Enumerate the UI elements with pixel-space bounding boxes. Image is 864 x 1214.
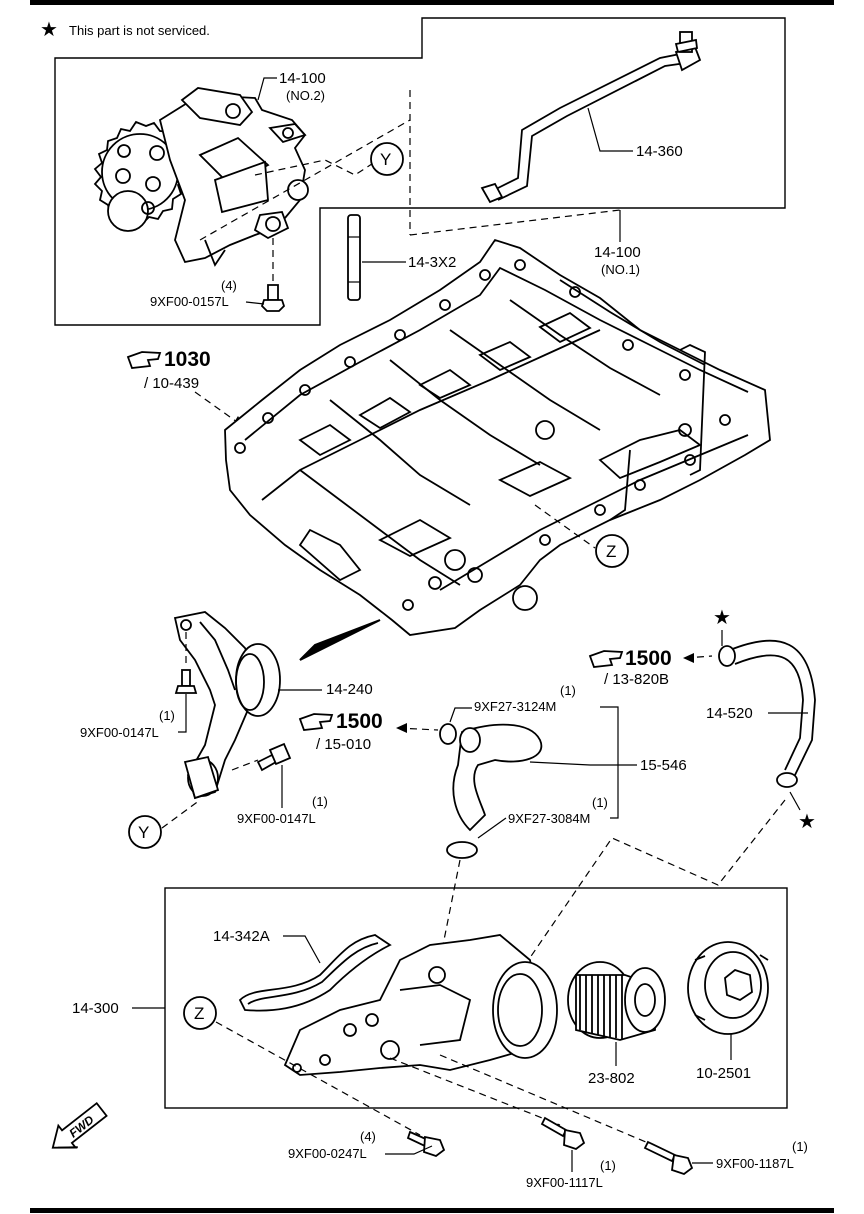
oil-pipe-drawing xyxy=(480,31,702,204)
legend-note: ★ This part is not serviced. xyxy=(40,19,210,41)
callout-y-bottom-label: Y xyxy=(138,823,149,842)
star-icon: ★ xyxy=(40,19,58,41)
bolt-a-qty: (4) xyxy=(360,1129,376,1144)
hand-pointer-icon xyxy=(126,351,162,369)
filter-cap-drawing xyxy=(687,941,769,1035)
star-icon: ★ xyxy=(713,607,731,629)
callout-z-mid xyxy=(595,534,629,568)
oil-pump-no1-sub: (NO.1) xyxy=(601,262,640,277)
bolt-b-number: 9XF00-1117L xyxy=(526,1175,603,1190)
ref-1030: 1030 / 10-439 xyxy=(126,348,211,392)
bolt-pump-qty: (4) xyxy=(221,278,237,293)
oil-filter-group-outline xyxy=(164,887,788,1109)
callout-z-mid-label: Z xyxy=(606,542,616,561)
oil-filter-housing-drawing xyxy=(283,934,558,1076)
filter-element-number: 23-802 xyxy=(588,1070,635,1087)
ref-1030-sub: / 10-439 xyxy=(144,375,199,392)
hose-water-number: 15-546 xyxy=(640,757,687,774)
ref-1500-b: 1500 / 15-010 xyxy=(298,710,383,753)
callout-z-bottom-label: Z xyxy=(194,1004,204,1023)
filter-cap-number: 10-2501 xyxy=(696,1065,751,1082)
bolt-strainer-a-qty: (1) xyxy=(159,708,175,723)
gasket-drawing xyxy=(238,934,392,1012)
ref-1500-a-number: 1500 xyxy=(625,647,672,670)
bolt-b-qty: (1) xyxy=(600,1158,616,1173)
bolt-c-number: 9XF00-1187L xyxy=(716,1156,794,1171)
clamp-b-qty: (1) xyxy=(592,795,608,810)
clamp-b-number: 9XF27-3084M xyxy=(508,811,590,826)
bolt-strainer-b-number: 9XF00-0147L xyxy=(237,811,316,826)
ref-1500-a-sub: / 13-820B xyxy=(604,671,669,688)
oil-pump-no2-number: 14-100 xyxy=(279,70,326,87)
callout-z-bottom xyxy=(183,996,217,1030)
bolt-strainer-b-qty: (1) xyxy=(312,794,328,809)
gasket-number: 14-342A xyxy=(213,928,270,945)
oil-pump-no2-sub: (NO.2) xyxy=(286,88,325,103)
oil-pump-group-outline xyxy=(54,17,786,326)
clamp-a-qty: (1) xyxy=(560,683,576,698)
top-rule xyxy=(30,0,834,5)
bolt-a-number: 9XF00-0247L xyxy=(288,1146,367,1161)
oil-pump-no1-number: 14-100 xyxy=(594,244,641,261)
oil-pump-drawing xyxy=(93,87,309,312)
ref-1030-number: 1030 xyxy=(164,348,211,371)
direction-arrow xyxy=(299,619,381,661)
callout-y-top-label: Y xyxy=(380,150,391,169)
ref-1500-a: 1500 / 13-820B xyxy=(588,647,672,688)
legend-text: This part is not serviced. xyxy=(69,23,210,38)
hand-pointer-icon xyxy=(588,650,624,668)
dowel-drawing xyxy=(347,214,361,301)
bolt-strainer-a-number: 9XF00-0147L xyxy=(80,725,159,740)
oil-filter-body-number: 14-300 xyxy=(72,1000,119,1017)
vent-hose-drawing xyxy=(718,639,816,788)
hand-pointer-icon xyxy=(298,713,334,731)
callout-y-top xyxy=(370,142,404,176)
clamp-a-number: 9XF27-3124M xyxy=(474,699,556,714)
bolt-c-qty: (1) xyxy=(792,1139,808,1154)
dowel-number: 14-3X2 xyxy=(408,254,456,271)
pipe-number: 14-360 xyxy=(636,143,683,160)
filter-element-drawing xyxy=(567,961,666,1041)
star-icon: ★ xyxy=(798,811,816,833)
ref-1500-b-sub: / 15-010 xyxy=(316,736,371,753)
bolt-pump-number: 9XF00-0157L xyxy=(150,294,229,309)
ref-1500-b-number: 1500 xyxy=(336,710,383,733)
oil-strainer-drawing xyxy=(173,611,292,800)
bottom-bolts-drawing xyxy=(406,1116,694,1176)
callout-y-bottom xyxy=(128,815,162,849)
oil-pan-drawing xyxy=(224,238,771,636)
fwd-arrow: FWD xyxy=(51,1101,108,1149)
vent-hose-number: 14-520 xyxy=(706,705,753,722)
strainer-number: 14-240 xyxy=(326,681,373,698)
water-hose-drawing xyxy=(439,723,543,859)
bottom-rule xyxy=(30,1208,834,1213)
